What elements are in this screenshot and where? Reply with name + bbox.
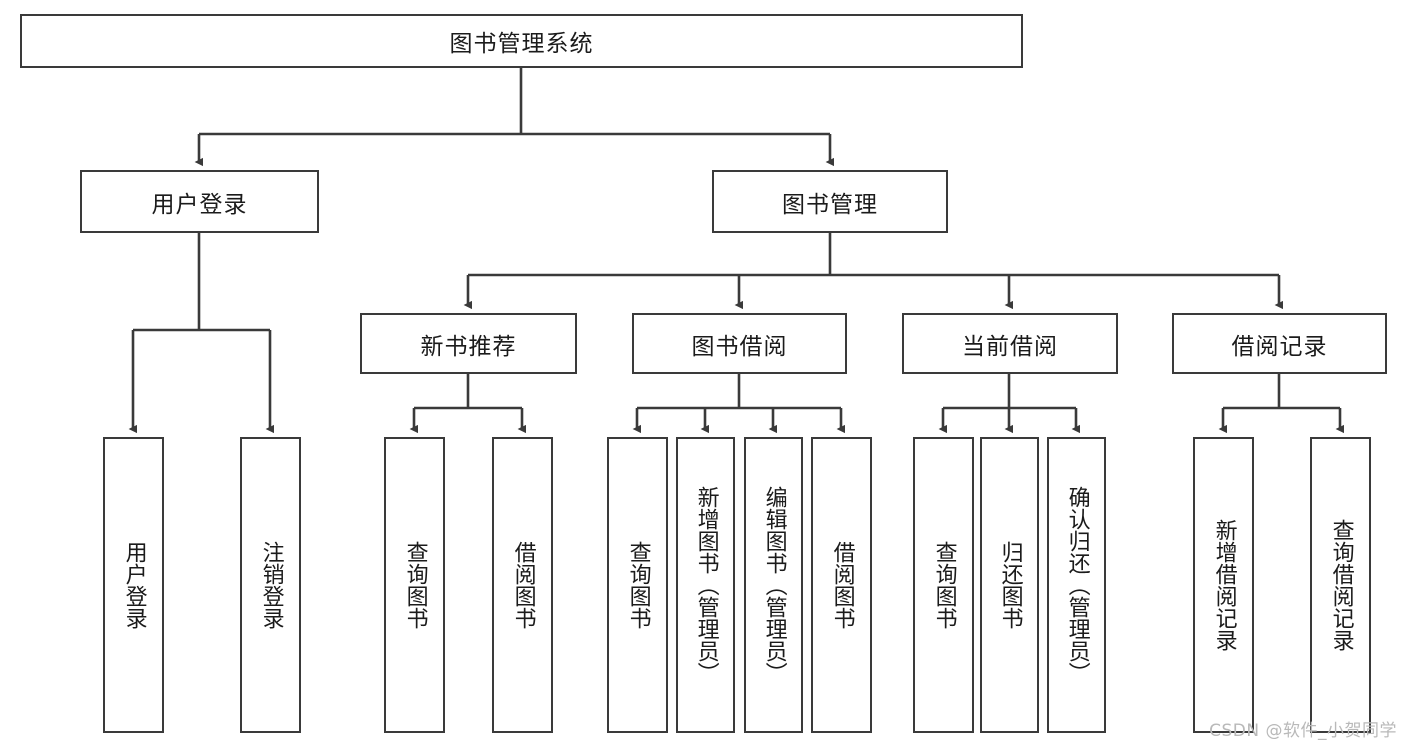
node-label: 当前借阅 [962,333,1058,360]
node-book-management[interactable]: 图书管理 [712,170,948,233]
node-label: 图书管理 [782,191,878,218]
node-label: 借阅记录 [1231,333,1328,360]
node-label: 新增借阅记录 [1211,519,1237,651]
leaf-current-query-books[interactable]: 查询图书 [913,437,974,733]
leaf-borrow-add-book-admin[interactable]: 新增图书（管理员） [676,437,735,733]
node-label: 新书推荐 [420,333,517,360]
node-label: 图书管理系统 [449,31,594,57]
leaf-new-book-borrow-books[interactable]: 借阅图书 [492,437,553,733]
node-book-borrowing[interactable]: 图书借阅 [632,313,847,374]
leaf-user-login-login[interactable]: 用户登录 [103,437,164,733]
leaf-record-query-record[interactable]: 查询借阅记录 [1310,437,1371,733]
node-label: 用户登录 [151,191,248,218]
node-root-book-management-system[interactable]: 图书管理系统 [20,14,1023,68]
node-label: 查询图书 [931,541,957,629]
node-label: 新增图书（管理员） [693,486,719,684]
node-label: 查询图书 [625,541,651,629]
node-new-book-recommendation[interactable]: 新书推荐 [360,313,577,374]
node-label: 借阅图书 [510,541,536,629]
node-borrowing-record[interactable]: 借阅记录 [1172,313,1387,374]
node-label: 图书借阅 [691,333,788,360]
leaf-current-confirm-return-admin[interactable]: 确认归还（管理员） [1047,437,1106,733]
leaf-user-login-logout[interactable]: 注销登录 [240,437,301,733]
node-label: 查询借阅记录 [1328,519,1354,651]
node-label: 用户登录 [121,541,147,629]
leaf-new-book-query-books[interactable]: 查询图书 [384,437,445,733]
leaf-borrow-query-books[interactable]: 查询图书 [607,437,668,733]
node-label: 注销登录 [258,541,284,629]
leaf-record-add-record[interactable]: 新增借阅记录 [1193,437,1254,733]
node-label: 确认归还（管理员） [1064,486,1090,684]
node-label: 查询图书 [402,541,428,629]
node-label: 编辑图书（管理员） [761,486,787,684]
leaf-current-return-books[interactable]: 归还图书 [980,437,1039,733]
node-user-login[interactable]: 用户登录 [80,170,319,233]
node-current-borrowing[interactable]: 当前借阅 [902,313,1118,374]
csdn-watermark: CSDN @软件_小贺同学 [1209,721,1397,741]
node-label: 归还图书 [997,541,1023,629]
leaf-borrow-edit-book-admin[interactable]: 编辑图书（管理员） [744,437,803,733]
leaf-borrow-borrow-books[interactable]: 借阅图书 [811,437,872,733]
node-label: 借阅图书 [829,541,855,629]
